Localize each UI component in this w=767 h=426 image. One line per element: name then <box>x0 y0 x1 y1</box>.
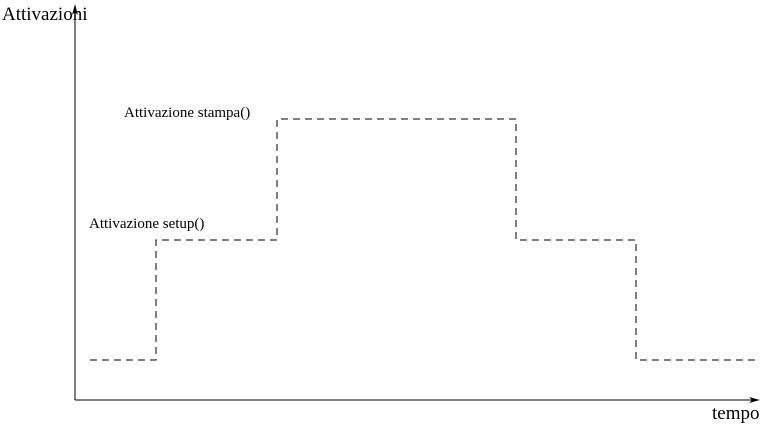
x-axis-arrowhead <box>749 397 760 403</box>
y-axis-arrowhead <box>72 4 78 15</box>
stampa-activation-annotation: Attivazione stampa() <box>124 105 251 121</box>
x-axis-label: tempo <box>712 403 760 424</box>
y-axis-label: Attivazioni <box>2 4 88 25</box>
activation-step-line <box>90 118 755 361</box>
setup-activation-annotation: Attivazione setup() <box>89 216 205 232</box>
